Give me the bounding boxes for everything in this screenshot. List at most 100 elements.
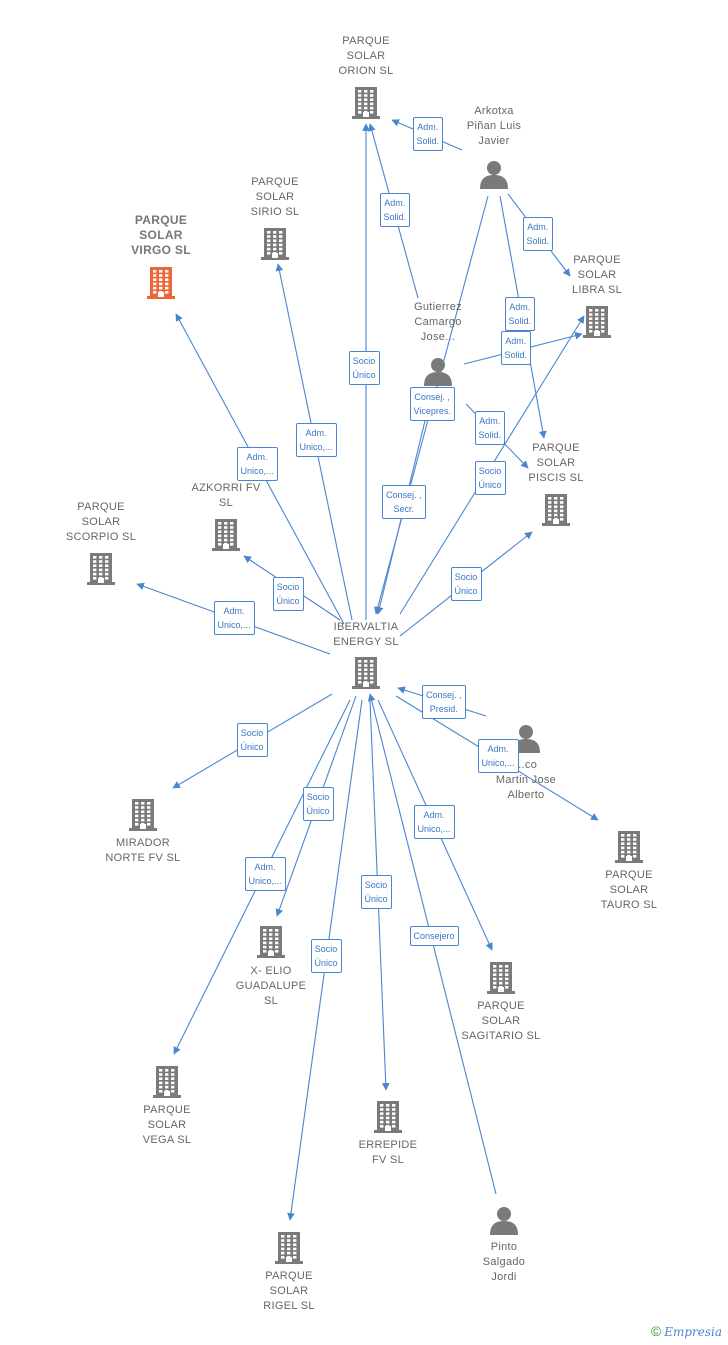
node-label: PARQUE SOLAR ORION SL	[306, 34, 426, 79]
node-label-line: PARQUE	[265, 1270, 313, 1282]
edge-label-gutierrez-orion[interactable]: Adm. Solid.	[379, 193, 411, 227]
building-icon	[487, 962, 515, 994]
node-label-line: Gutierrez	[414, 301, 462, 313]
edge-label-line: Socio	[276, 582, 300, 592]
node-label-line: PARQUE	[134, 213, 188, 227]
edge-label-line: Adm.	[246, 452, 268, 462]
edge-label-gutierrez-piscis[interactable]: Adm.Solid.	[474, 411, 506, 445]
edge-label-line: Único	[454, 586, 478, 596]
node-label-line: PARQUE	[342, 35, 390, 47]
node-label-line: SOLAR	[81, 516, 121, 528]
building-icon	[352, 657, 380, 689]
node-label-line: IBERVALTIA	[333, 621, 399, 633]
node-label-line: MIRADOR	[115, 837, 171, 849]
edge-label-line: Único	[240, 742, 264, 752]
node-label-line: SOLAR	[536, 457, 576, 469]
edge-label-line: Socio	[306, 792, 330, 802]
edge-label-line: Unico,...	[240, 466, 274, 476]
node-label-line: SIRIO SL	[250, 206, 300, 218]
node-label-line: NORTE FV SL	[105, 852, 181, 864]
edge-label-line: Adm.	[423, 810, 445, 820]
edge-label-ibervaltia-sagitario[interactable]: Adm.Unico,...	[413, 805, 455, 839]
node-label-line: Jose...	[420, 331, 456, 343]
edge-label-line: Presid.	[429, 704, 458, 714]
edge-label-line: Solid.	[383, 212, 407, 222]
footer-brand: ©Empresia	[651, 1323, 722, 1339]
node-label-line: SOLAR	[577, 269, 617, 281]
node-label-line: SOLAR	[346, 50, 386, 62]
edge-label-line: Solid.	[526, 236, 550, 246]
building-icon	[257, 926, 285, 958]
edge-label-line: Solid.	[504, 350, 528, 360]
node-label-line: SL	[218, 497, 234, 509]
node-label-line: ...co	[514, 759, 538, 771]
building-icon	[542, 494, 570, 526]
edge-label-line: Unico,...	[481, 758, 515, 768]
building-icon	[615, 831, 643, 863]
edge-label-line: Adm.	[223, 606, 245, 616]
edge-label-gutierrez-libra[interactable]: Adm.Solid.	[500, 331, 532, 365]
building-icon	[129, 799, 157, 831]
edge-label-gutierrez-ibervaltia[interactable]: Consej. ,Vicepres.	[409, 387, 455, 421]
edge-label-line: Adm.	[527, 222, 549, 232]
edge-label-line: Único	[364, 894, 388, 904]
edge-label-martin-ibervaltia[interactable]: Consej. ,Presid.	[422, 685, 466, 719]
edge-label-arkotxa-libra[interactable]: Adm. Solid.	[522, 217, 554, 251]
node-label-line: PARQUE	[77, 501, 125, 513]
edge-label-arkotxa-piscis[interactable]: Adm.Solid.	[504, 297, 536, 331]
node-label-line: VIRGO SL	[131, 243, 191, 257]
edge-label-line: Adm.	[487, 744, 509, 754]
edge-label-arkotxa-orion[interactable]: Adm.Solid.	[412, 117, 444, 151]
edge-label-line: Socio	[314, 944, 338, 954]
edge-label-pinto-ibervaltia[interactable]: Consejero	[409, 926, 459, 946]
edge-label-line: Socio	[478, 466, 502, 476]
building-icon	[147, 267, 175, 299]
edge-label-ibervaltia-vega[interactable]: Adm.Unico,...	[244, 857, 286, 891]
node-label-line: ENERGY SL	[333, 636, 399, 648]
node-label-line: PARQUE	[477, 1000, 525, 1012]
building-icon	[374, 1101, 402, 1133]
node-label-line: Martin Jose	[495, 774, 557, 786]
building-icon	[153, 1066, 181, 1098]
edge-label-line: Consejero	[413, 931, 455, 941]
building-icon	[261, 228, 289, 260]
node-label-line: Arkotxa	[474, 105, 514, 117]
edge-label-line: Socio	[352, 356, 376, 366]
building-icon	[352, 87, 380, 119]
node-label-line: SL	[263, 995, 279, 1007]
edge-label-ibervaltia-virgo[interactable]: Adm. Unico,...	[236, 447, 278, 481]
node-label-line: PARQUE	[143, 1104, 191, 1116]
edge-label-line: Único	[314, 958, 338, 968]
edge-label-line: Consej. ,	[414, 392, 450, 402]
node-label-line: ORION SL	[338, 65, 394, 77]
edge-label-line: Adm.	[509, 302, 531, 312]
edge-label-line: Unico,...	[217, 620, 251, 630]
edge-label-arkotxa-ibervaltia[interactable]: Consej. ,Secr.	[382, 485, 426, 519]
edge-label-line: Secr.	[393, 504, 415, 514]
node-label-line: PARQUE	[605, 869, 653, 881]
edge-label-line: Socio	[364, 880, 388, 890]
edge-label-line: Adm.	[384, 198, 406, 208]
node-label-line: Piñan Luis	[466, 120, 522, 132]
edge-label-ibervaltia-tauro[interactable]: Adm. Unico,...	[477, 739, 519, 773]
node-label-line: SAGITARIO SL	[461, 1030, 541, 1042]
node-label-line: GUADALUPE	[235, 980, 307, 992]
copyright-icon: ©	[650, 1323, 662, 1339]
edge-label-ibervaltia-sirio[interactable]: Adm.Unico,...	[295, 423, 337, 457]
edge-label-ibervaltia-scorpio[interactable]: Adm. Unico,...	[213, 601, 255, 635]
node-label-line: FV SL	[371, 1154, 405, 1166]
